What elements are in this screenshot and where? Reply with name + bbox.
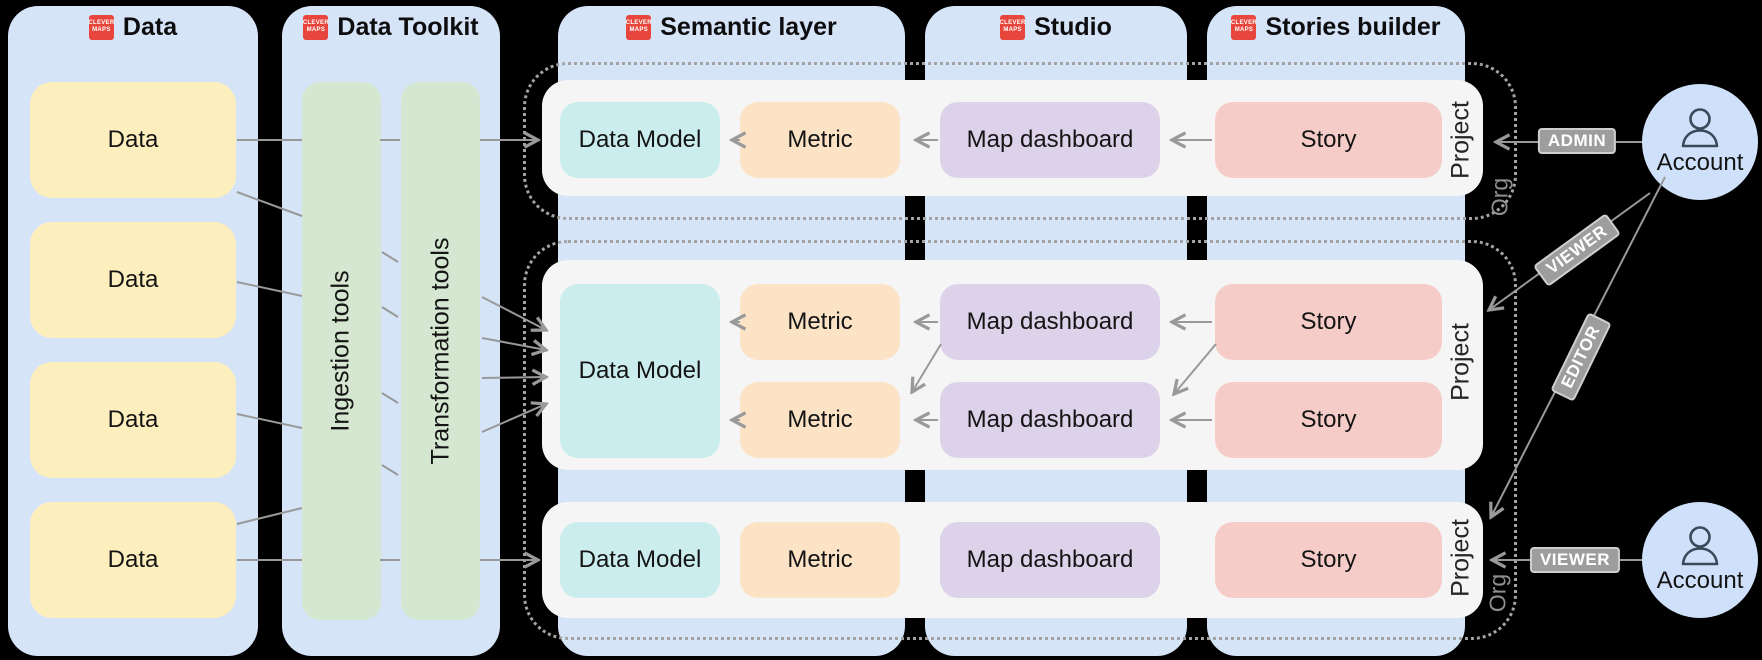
logo-line1: CLEVER	[1230, 19, 1258, 26]
clevermaps-logo: CLEVER MAPS	[88, 14, 115, 40]
map-dashboard-b-row2: Map dashboard	[940, 382, 1160, 458]
logo-line2: MAPS	[1003, 27, 1022, 33]
data-model-row1: Data Model	[560, 102, 720, 178]
header-data-toolkit-label: Data Toolkit	[337, 12, 479, 41]
metric-b-row2: Metric	[740, 382, 900, 458]
logo-line2: MAPS	[629, 27, 649, 33]
logo-line2: MAPS	[92, 27, 111, 33]
clevermaps-logo: CLEVER MAPS	[999, 14, 1026, 40]
map-dashboard-row3: Map dashboard	[940, 522, 1160, 598]
header-stories-builder-label: Stories builder	[1265, 12, 1441, 41]
project-label-row1: Project	[1446, 101, 1475, 179]
ingestion-tools-bar	[302, 82, 381, 620]
story-row3: Story	[1215, 522, 1442, 598]
data-source-2: Data	[30, 222, 236, 338]
story-row1: Story	[1215, 102, 1442, 178]
data-model-row3: Data Model	[560, 522, 720, 598]
project-label-row3: Project	[1446, 519, 1475, 597]
viewer-badge-top: VIEWER	[1532, 213, 1622, 287]
account-top: Account	[1642, 84, 1758, 200]
editor-badge: EDITOR	[1550, 312, 1612, 402]
data-source-4: Data	[30, 502, 236, 618]
logo-line1: CLEVER	[999, 19, 1026, 26]
header-semantic-layer: CLEVER MAPS Semantic layer	[558, 12, 905, 42]
header-data: CLEVER MAPS Data	[8, 12, 258, 42]
map-dashboard-row1: Map dashboard	[940, 102, 1160, 178]
clevermaps-logo: CLEVER MAPS	[625, 14, 652, 40]
org-label-bottom: Org	[1484, 573, 1511, 613]
header-studio: CLEVER MAPS Studio	[925, 12, 1187, 42]
org-label-top: Org	[1486, 177, 1513, 217]
account-top-label: Account	[1656, 148, 1744, 176]
logo-line1: CLEVER	[302, 19, 329, 26]
map-dashboard-a-row2: Map dashboard	[940, 284, 1160, 360]
person-icon	[1681, 107, 1719, 147]
account-bottom: Account	[1642, 502, 1758, 618]
data-source-3: Data	[30, 362, 236, 478]
data-model-row2: Data Model	[560, 284, 720, 458]
metric-row1: Metric	[740, 102, 900, 178]
clevermaps-logo: CLEVER MAPS	[302, 14, 329, 40]
logo-line2: MAPS	[1234, 27, 1254, 33]
metric-row3: Metric	[740, 522, 900, 598]
data-source-1: Data	[30, 82, 236, 198]
story-a-row2: Story	[1215, 284, 1442, 360]
transformation-tools-label: Transformation tools	[426, 237, 455, 465]
admin-badge: ADMIN	[1537, 128, 1617, 154]
transformation-tools-bar	[401, 82, 480, 620]
account-bottom-label: Account	[1656, 566, 1744, 594]
header-data-label: Data	[122, 12, 178, 41]
ingestion-tools-label: Ingestion tools	[326, 270, 355, 432]
clevermaps-logo: CLEVER MAPS	[1230, 14, 1258, 40]
logo-line1: CLEVER	[625, 19, 652, 26]
project-label-row2: Project	[1446, 323, 1475, 401]
logo-line2: MAPS	[306, 27, 326, 33]
header-semantic-layer-label: Semantic layer	[660, 12, 837, 41]
logo-line1: CLEVER	[88, 19, 115, 26]
metric-a-row2: Metric	[740, 284, 900, 360]
header-studio-label: Studio	[1034, 12, 1112, 41]
header-data-toolkit: CLEVER MAPS Data Toolkit	[282, 12, 500, 42]
viewer-badge-bottom: VIEWER	[1529, 547, 1621, 573]
header-stories-builder: CLEVER MAPS Stories builder	[1207, 12, 1465, 42]
story-b-row2: Story	[1215, 382, 1442, 458]
person-icon	[1681, 525, 1719, 565]
